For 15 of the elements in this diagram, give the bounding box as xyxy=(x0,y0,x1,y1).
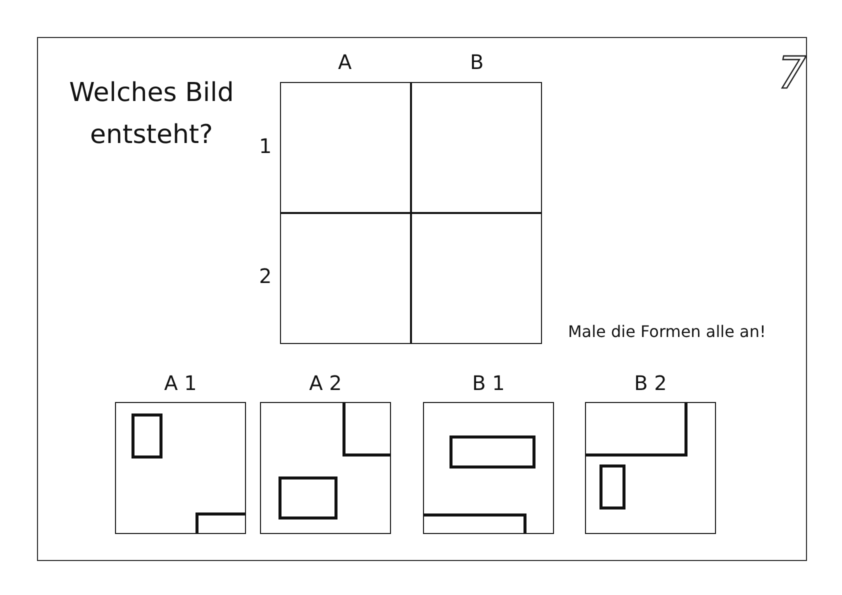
page-number: 7 xyxy=(778,48,806,99)
grid-cell xyxy=(410,82,542,214)
card-heading: A 2 xyxy=(308,371,343,395)
column-label: A xyxy=(338,50,352,74)
worksheet-title: Welches Bild entsteht? xyxy=(68,77,235,152)
grid-cell xyxy=(280,82,412,214)
grid-cell xyxy=(410,212,542,344)
card-heading: A 1 xyxy=(163,371,198,395)
grid-cell xyxy=(280,212,412,344)
instruction-text: Male die Formen alle an! xyxy=(568,322,766,341)
row-label: 2 xyxy=(259,264,272,288)
row-label: 1 xyxy=(259,134,272,158)
card-heading: B 1 xyxy=(471,371,506,395)
column-label: B xyxy=(470,50,484,74)
card-heading: B 2 xyxy=(633,371,668,395)
